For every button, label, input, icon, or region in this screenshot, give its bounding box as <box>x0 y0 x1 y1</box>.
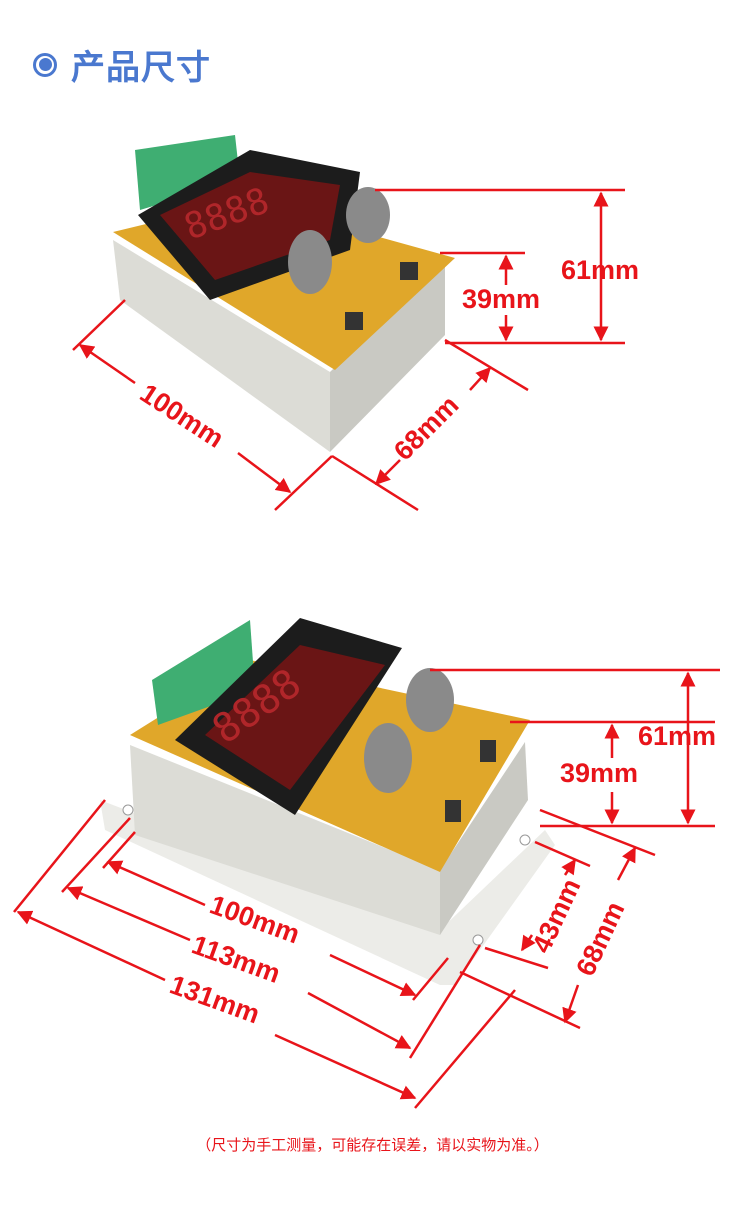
dimension-lines-bottom <box>13 668 720 1109</box>
circle-bullet-icon <box>33 52 57 77</box>
measurement-disclaimer: （尺寸为手工测量，可能存在误差，请以实物为准。） <box>196 1136 549 1154</box>
label-bottom-width-43: 43mm <box>526 874 586 957</box>
label-bottom-height-39: 39mm <box>560 758 638 788</box>
device-photo-bottom: 8888 <box>100 618 555 985</box>
label-top-width-68: 68mm <box>388 390 464 466</box>
switch-1 <box>480 740 496 762</box>
switch-1 <box>400 262 418 280</box>
section-title: 产品尺寸 <box>71 48 211 88</box>
label-top-length-100: 100mm <box>135 378 229 454</box>
terminal-block <box>135 135 240 210</box>
label-top-height-61: 61mm <box>561 255 639 285</box>
switch-2 <box>445 800 461 822</box>
label-bottom-height-61: 61mm <box>638 721 716 751</box>
section-header: 产品尺寸 <box>33 40 211 89</box>
knob-2 <box>364 723 412 793</box>
label-top-height-39: 39mm <box>462 284 540 314</box>
knob-1 <box>346 187 390 243</box>
dimension-lines-top <box>72 188 625 512</box>
knob-1 <box>406 668 454 732</box>
switch-2 <box>345 312 363 330</box>
label-bottom-width-68: 68mm <box>570 897 630 980</box>
knob-2 <box>288 230 332 294</box>
device-photo-top: 8888 <box>113 135 455 452</box>
